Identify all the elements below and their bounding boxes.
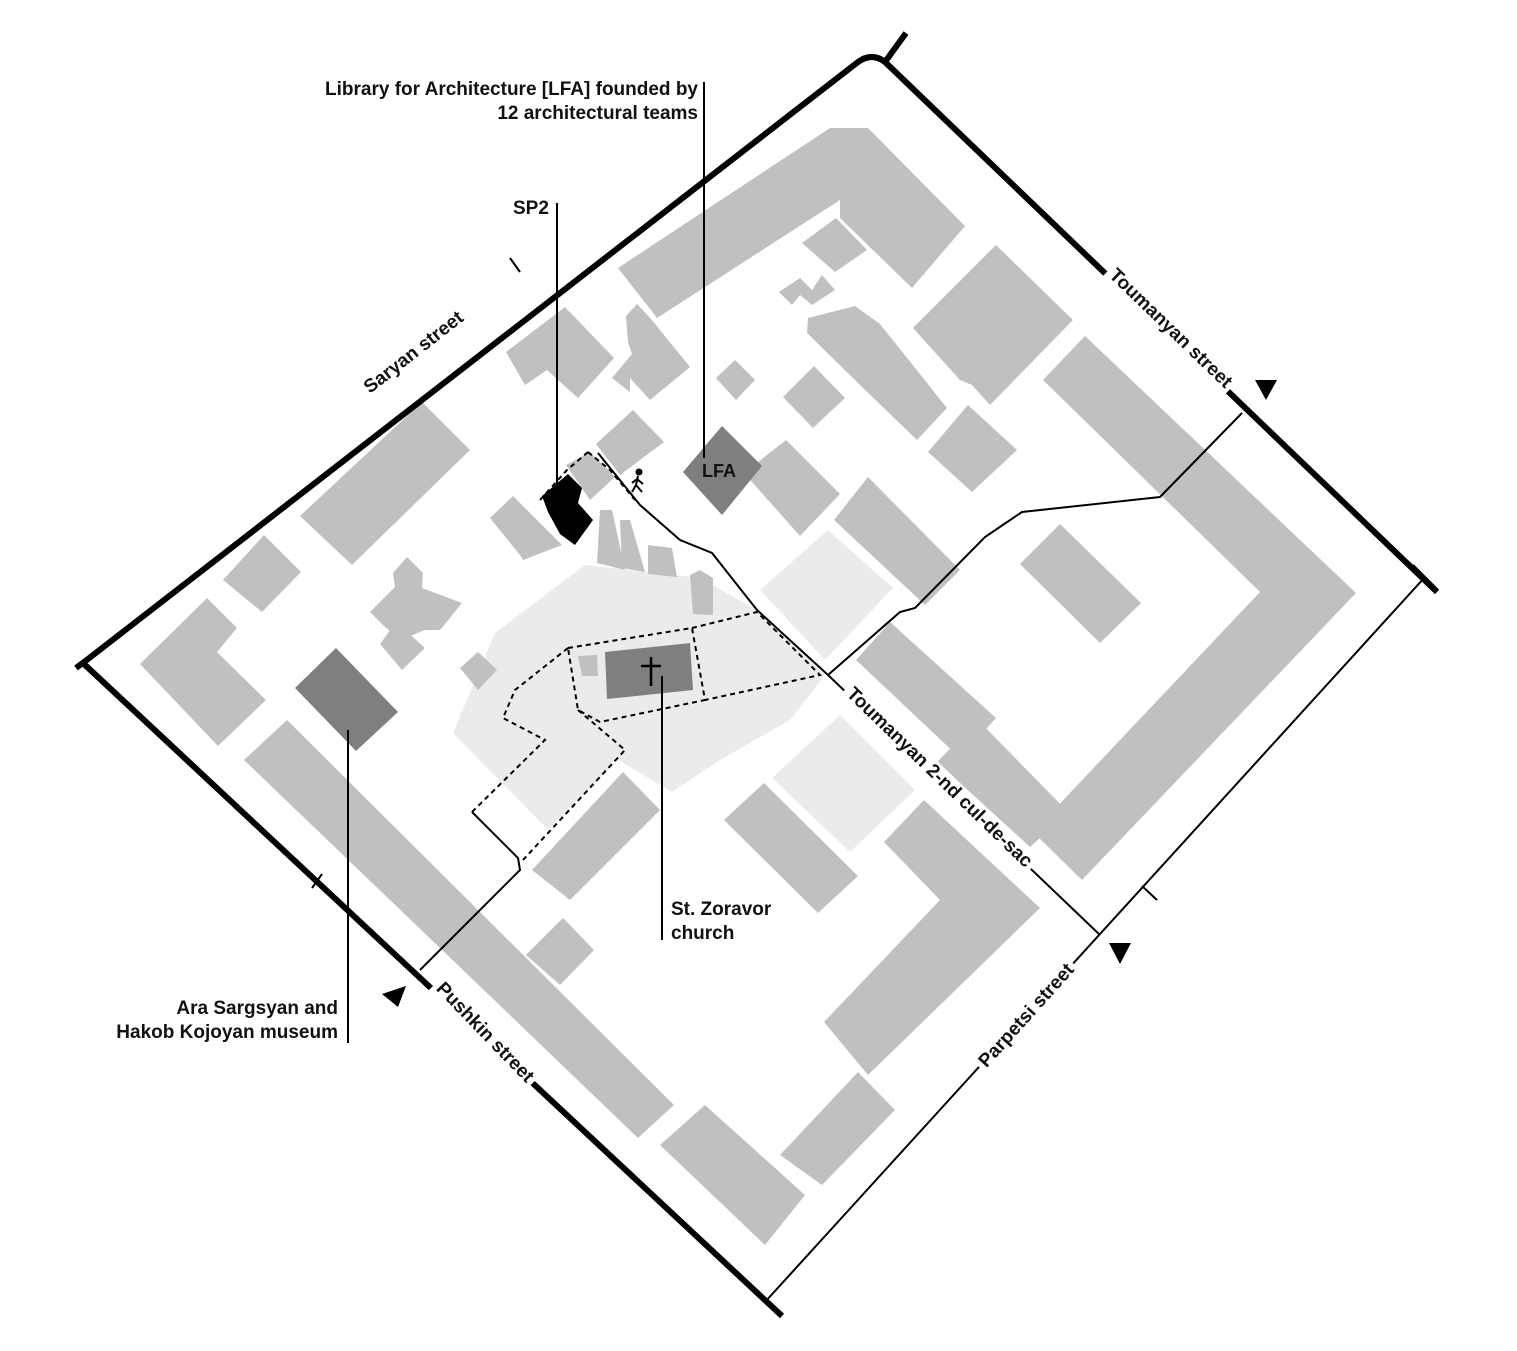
arrow-pushkin xyxy=(382,986,406,1007)
museum-building xyxy=(295,648,398,751)
museum-annotation-line2: Hakob Kojoyan museum xyxy=(116,1022,338,1043)
arrow-parpetsi xyxy=(1109,943,1131,964)
lfa-building xyxy=(683,426,762,515)
lfa-annotation-line1: Library for Architecture [LFA] founded b… xyxy=(325,79,698,100)
church-building xyxy=(605,643,693,699)
path-to-pushkin xyxy=(419,811,522,971)
sp2-building xyxy=(542,474,593,545)
courtyard-lower xyxy=(772,715,915,852)
lfa-building-label: LFA xyxy=(702,461,736,481)
cross-icon xyxy=(641,657,661,686)
lfa-annotation: Library for Architecture [LFA] founded b… xyxy=(300,78,698,126)
arrow-toumanyan xyxy=(1255,380,1277,400)
walking-path xyxy=(597,452,829,676)
walker-icon xyxy=(631,468,644,493)
church-square xyxy=(453,565,825,830)
church-annotation-line2: church xyxy=(671,923,735,944)
lfa-annotation-line2: 12 architectural teams xyxy=(497,103,698,124)
path-to-toumanyan xyxy=(827,412,1243,676)
church-annotation-line1: St. Zoravor xyxy=(671,899,772,920)
buildings xyxy=(140,128,1356,1245)
courtyard-right xyxy=(760,530,893,660)
museum-annotation-line1: Ara Sargsyan and xyxy=(176,998,338,1019)
church-annotation: St. Zoravor church xyxy=(671,898,771,946)
arrow-down-icon xyxy=(382,380,1277,1007)
parpetsi-line xyxy=(764,576,1426,1303)
sp2-label: SP2 xyxy=(513,198,549,219)
open-spaces xyxy=(453,530,915,852)
highlighted-buildings xyxy=(295,426,762,751)
museum-annotation: Ara Sargsyan and Hakob Kojoyan museum xyxy=(60,997,338,1045)
street-saryan xyxy=(74,31,909,671)
